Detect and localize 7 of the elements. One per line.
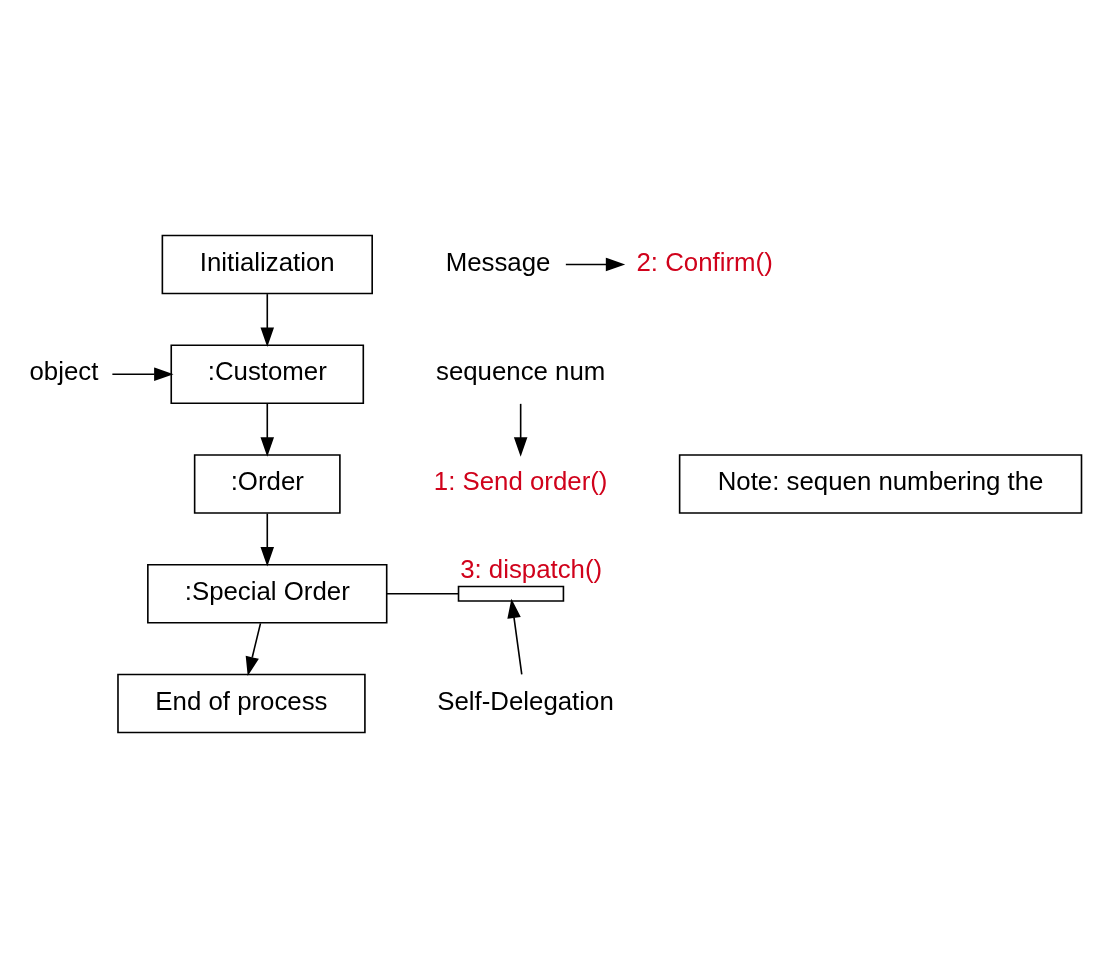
node-text: Message [445, 247, 551, 276]
node-text: 2: Confirm() [636, 247, 773, 276]
node-label: 3: dispatch() [460, 554, 603, 583]
node-text: 1: Send order() [433, 466, 608, 495]
node-text: sequence num [435, 356, 606, 385]
node-text: Self-Delegation [437, 686, 614, 715]
node-text: object [29, 356, 99, 385]
